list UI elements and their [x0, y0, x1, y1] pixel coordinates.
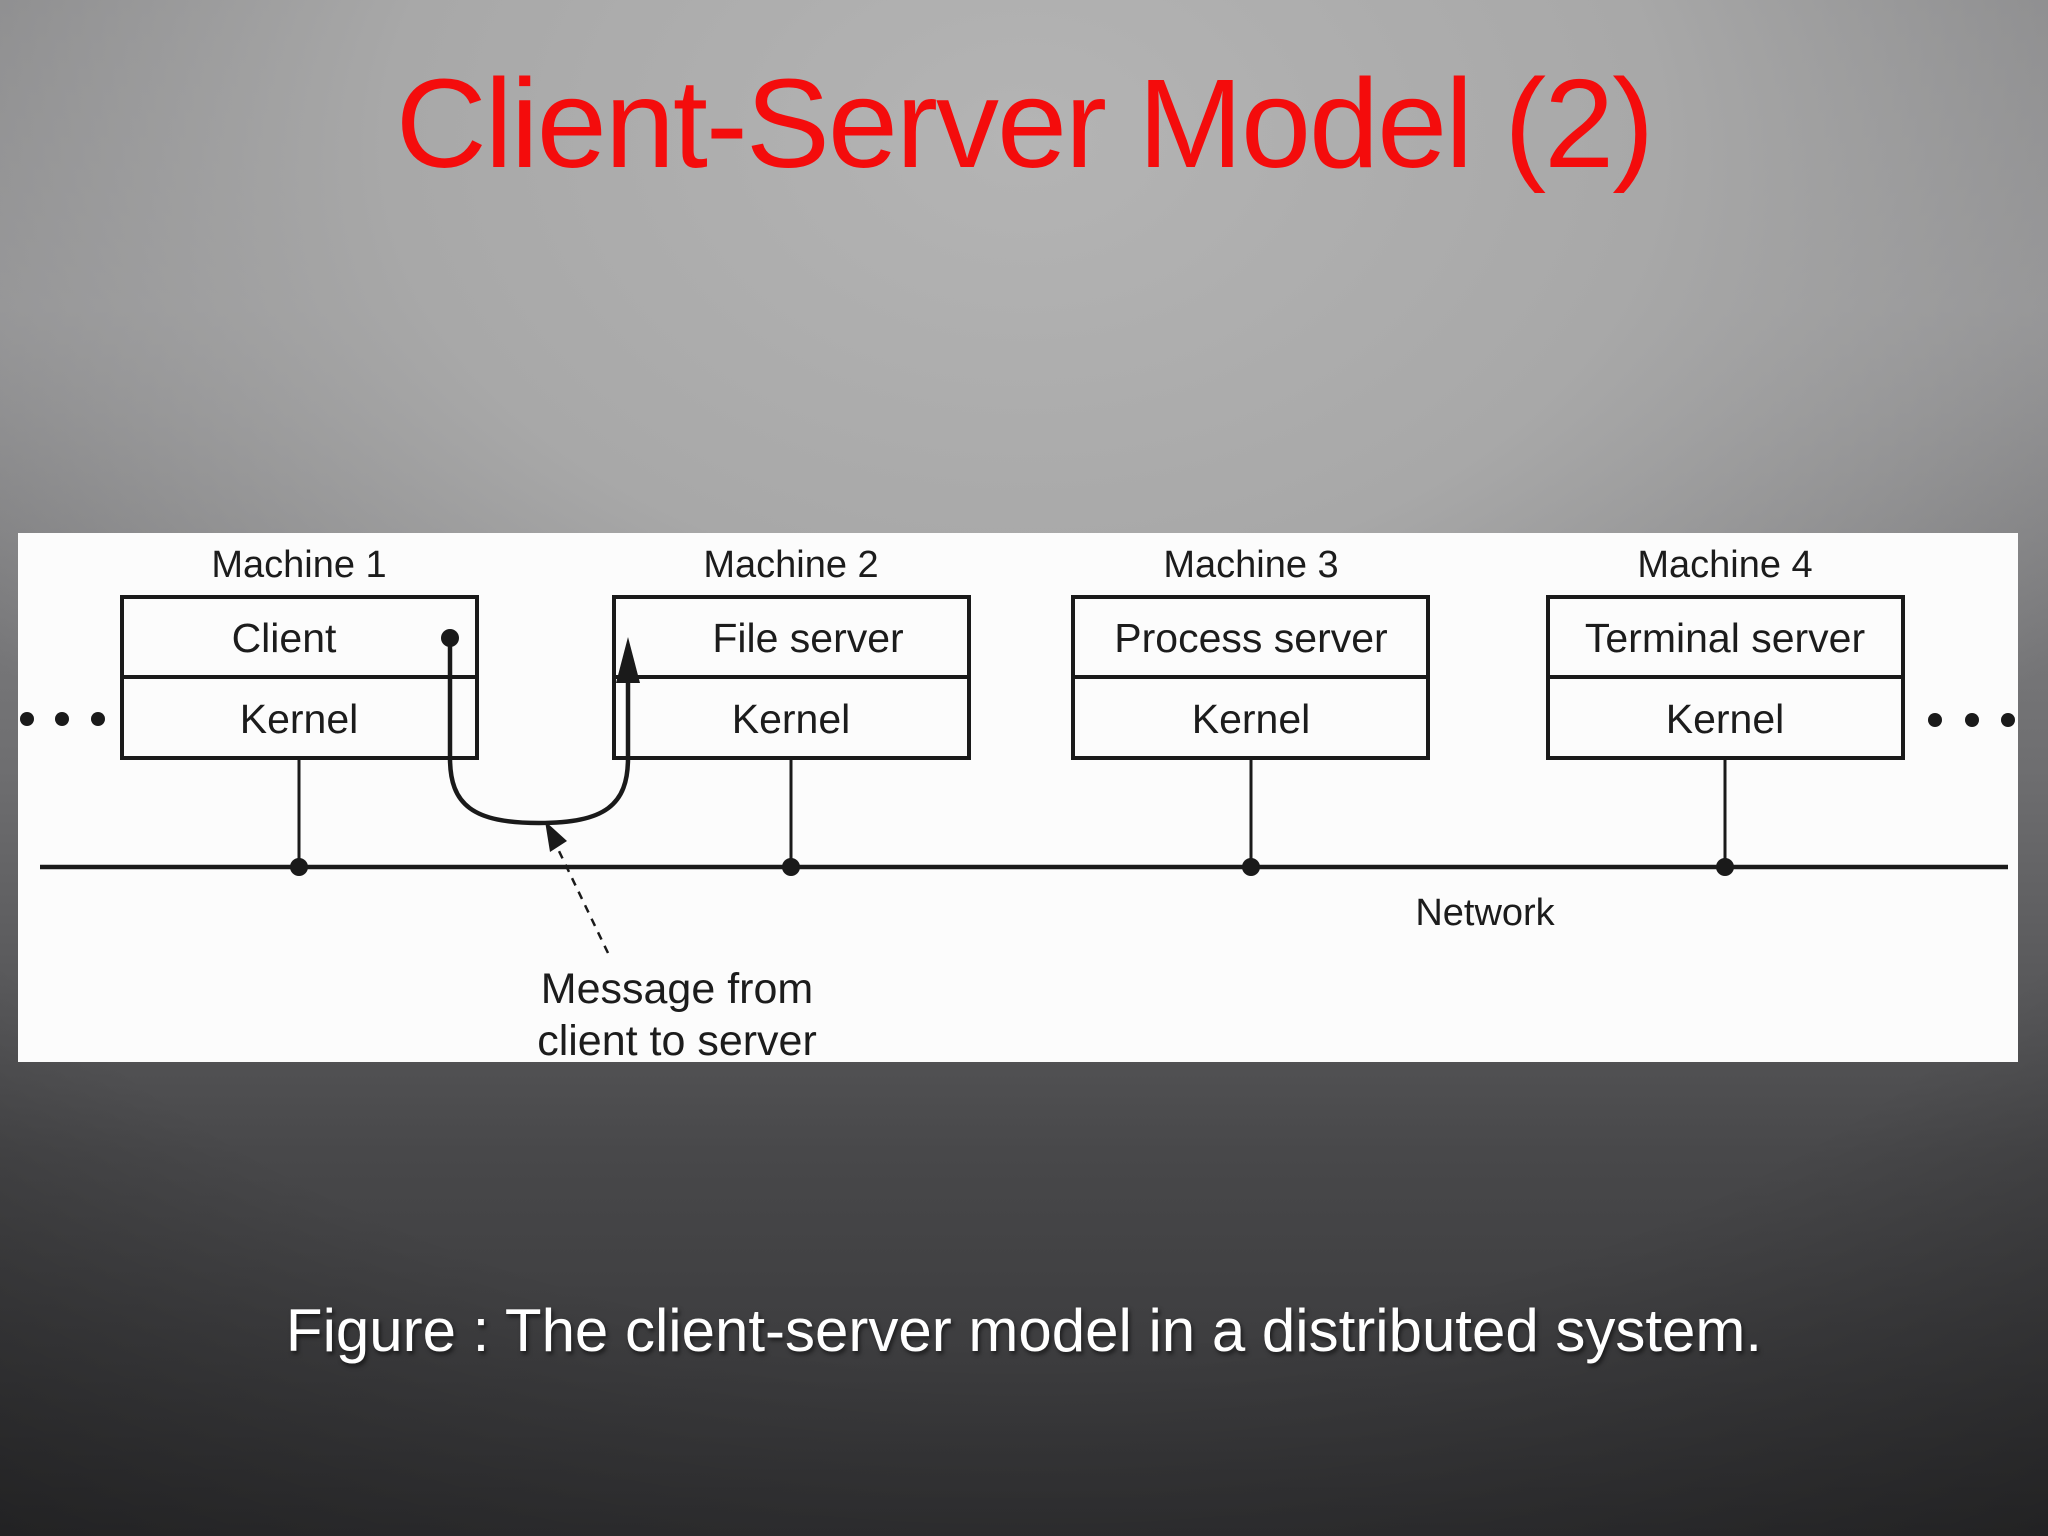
diagram-canvas: Machine 1 Client Kernel Machine 2 File s… — [20, 544, 2015, 1062]
message-label-line1: Message from — [541, 965, 813, 1013]
machine-1-title: Machine 1 — [211, 544, 386, 586]
message-arc-path — [447, 638, 631, 826]
client-server-diagram: Machine 1 Client Kernel Machine 2 File s… — [18, 533, 2018, 1062]
machine-1-top-label: Client — [232, 615, 337, 661]
machine-3-top-label: Process server — [1114, 615, 1387, 661]
page-title: Client-Server Model (2) — [395, 52, 1654, 194]
message-arrowhead-up-icon — [616, 637, 640, 683]
machine-4-title: Machine 4 — [1637, 544, 1812, 586]
machine-2-top-label: File server — [712, 615, 903, 661]
machine-group-4: Machine 4 Terminal server Kernel — [1546, 544, 1905, 876]
ellipsis-dot — [20, 712, 34, 726]
machine-3-bottom-label: Kernel — [1192, 696, 1311, 742]
ellipsis-dot — [1965, 713, 1979, 727]
ellipsis-dot — [91, 712, 105, 726]
machine-4-bottom-label: Kernel — [1666, 696, 1785, 742]
right-ellipsis-dots — [1928, 713, 2015, 727]
left-ellipsis-dots — [20, 712, 105, 726]
machine-group-1: Machine 1 Client Kernel — [120, 544, 479, 876]
annotation-arrowhead-icon — [545, 821, 567, 852]
machine-4-top-label: Terminal server — [1585, 615, 1865, 661]
machine-group-3: Machine 3 Process server Kernel — [1071, 544, 1430, 876]
ellipsis-dot — [2001, 713, 2015, 727]
message-label-line2: client to server — [537, 1017, 817, 1062]
message-arc — [441, 629, 640, 826]
machine-2-title: Machine 2 — [703, 544, 878, 586]
ellipsis-dot — [55, 712, 69, 726]
machine-3-title: Machine 3 — [1163, 544, 1338, 586]
ellipsis-dot — [1928, 713, 1942, 727]
annotation-pointer-line — [556, 848, 610, 954]
machine-2-bottom-label: Kernel — [732, 696, 851, 742]
machine-group-2: Machine 2 File server Kernel — [612, 544, 971, 876]
figure-caption: Figure : The client-server model in a di… — [285, 1297, 1763, 1364]
network-label: Network — [1415, 892, 1555, 934]
message-annotation: Message from client to server — [537, 821, 817, 1062]
machine-1-bottom-label: Kernel — [240, 696, 359, 742]
